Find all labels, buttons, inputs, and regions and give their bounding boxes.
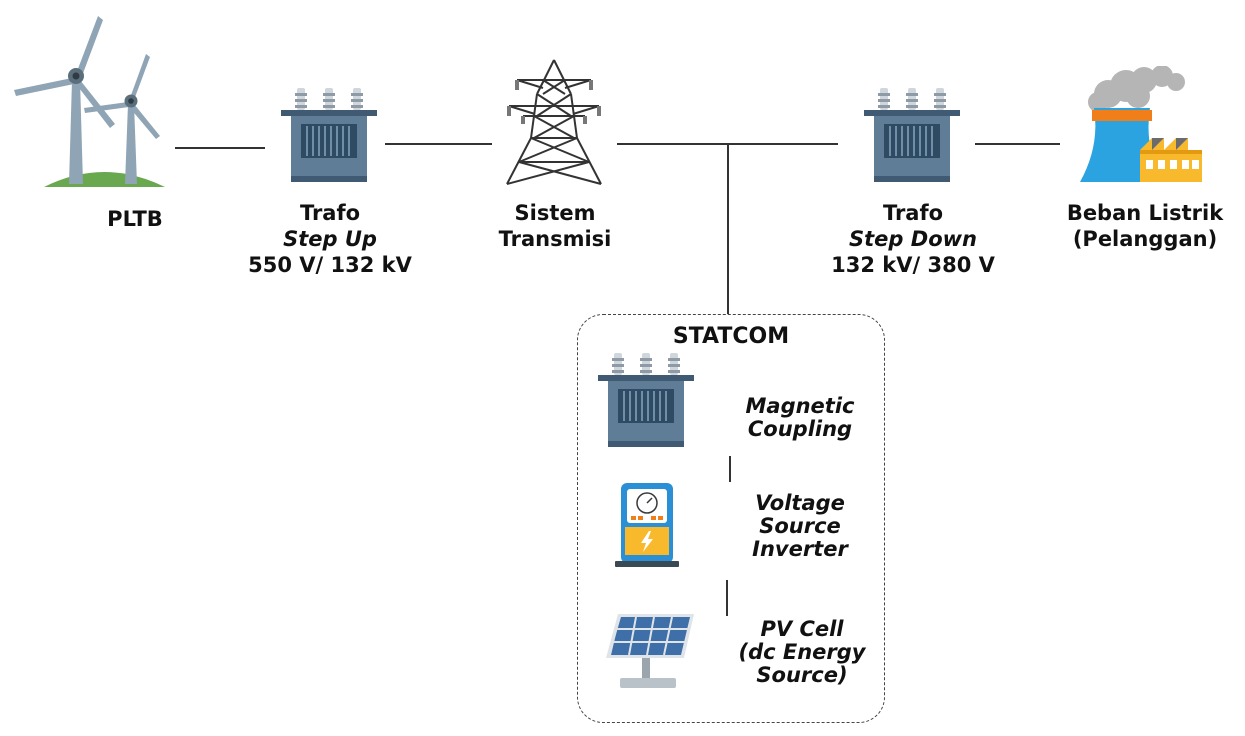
- magnetic-line2: Coupling: [747, 417, 853, 441]
- transmission-line1: Sistem: [514, 201, 596, 225]
- magnetic-line1: Magnetic: [745, 394, 855, 418]
- vsi-line3: Inverter: [752, 537, 848, 561]
- pv-label: PV Cell (dc Energy Source): [722, 618, 882, 687]
- trafo-up-title: Trafo: [299, 201, 361, 225]
- wind-turbine-icon: [14, 16, 165, 187]
- vsi-line2: Source: [759, 514, 841, 538]
- transmission-line2: Transmisi: [498, 227, 612, 251]
- transformer-icon: [864, 88, 960, 182]
- line-trafo-down-load: [975, 143, 1060, 145]
- trafo-down-title: Trafo: [882, 201, 944, 225]
- pv-line3: Source): [756, 663, 848, 687]
- trafo-down-rating: 132 kV/ 380 V: [831, 253, 995, 277]
- trafo-down-subtitle: Step Down: [849, 227, 977, 251]
- inverter-icon: [615, 483, 679, 567]
- load-label: Beban Listrik (Pelanggan): [1045, 200, 1245, 252]
- trafo-up-rating: 550 V/ 132 kV: [248, 253, 412, 277]
- factory-icon: [1080, 66, 1202, 182]
- load-line2: (Pelanggan): [1072, 227, 1218, 251]
- trafo-down-label: Trafo Step Down 132 kV/ 380 V: [808, 200, 1018, 278]
- pv-line1: PV Cell: [760, 617, 844, 641]
- transmission-tower-icon: [506, 59, 602, 185]
- pltb-text: PLTB: [107, 207, 163, 231]
- trafo-up-label: Trafo Step Up 550 V/ 132 kV: [225, 200, 435, 278]
- line-trafo-up-tower: [385, 143, 492, 145]
- vsi-label: Voltage Source Inverter: [720, 492, 880, 561]
- trafo-up-subtitle: Step Up: [283, 227, 377, 251]
- magnetic-coupling-label: Magnetic Coupling: [720, 395, 880, 441]
- load-line1: Beban Listrik: [1066, 201, 1224, 225]
- statcom-container: [577, 314, 885, 723]
- pv-line2: (dc Energy: [738, 640, 866, 664]
- solar-panel-icon: [606, 614, 694, 688]
- transformer-icon: [598, 353, 694, 447]
- vsi-line1: Voltage: [755, 491, 845, 515]
- pltb-label: PLTB: [40, 206, 230, 232]
- line-vsi-pv: [726, 580, 728, 616]
- statcom-title: STATCOM: [672, 324, 790, 349]
- line-magnetic-vsi: [729, 456, 731, 482]
- transformer-icon: [281, 88, 377, 182]
- line-pltb-trafo-up: [175, 147, 265, 149]
- line-statcom-tap: [727, 143, 729, 314]
- transmission-label: Sistem Transmisi: [455, 200, 655, 252]
